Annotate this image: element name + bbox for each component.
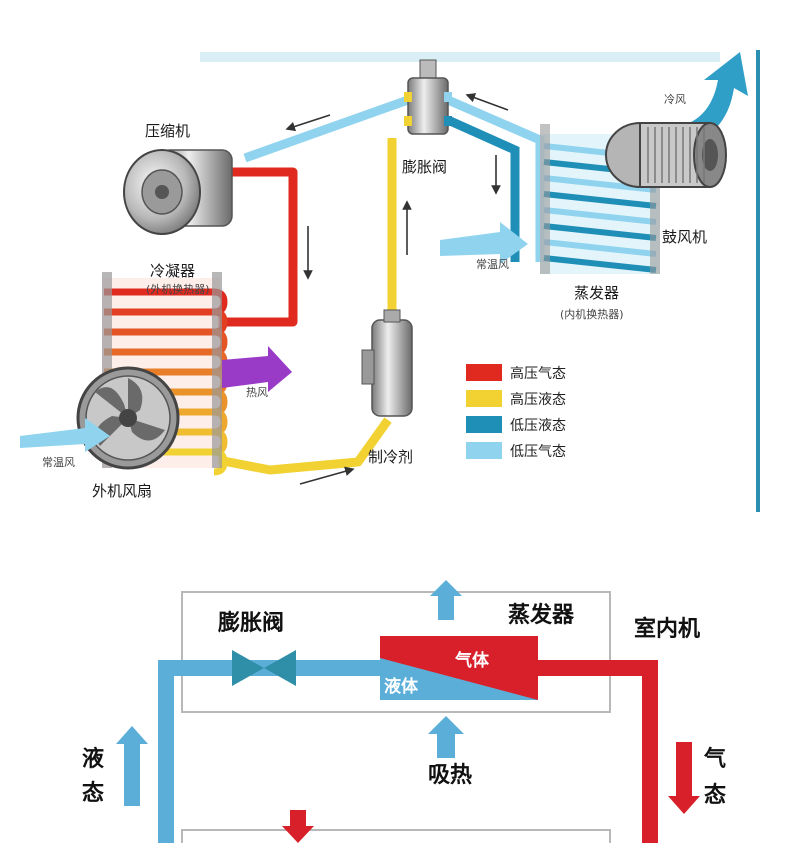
legend-label-1: 高压液态	[510, 391, 566, 408]
label-outdoor-fan: 外机风扇	[92, 482, 152, 500]
bottom-diagram: 气体 液体 膨胀阀 蒸发器 室内机 吸热 液 态 气 态	[82, 580, 726, 843]
expansion-valve	[404, 59, 452, 135]
pipe-liquid-line	[158, 660, 380, 843]
compressor	[123, 149, 233, 235]
liquid-state-arrow	[116, 726, 148, 806]
label-normal-air-left: 常温风	[42, 456, 75, 469]
frame-border	[756, 50, 760, 512]
outdoor-fan	[76, 366, 180, 470]
label-indoor-unit: 室内机	[634, 616, 700, 642]
expansion-valve-symbol	[232, 650, 296, 686]
label-evaporator: 蒸发器	[574, 284, 619, 302]
normal-air-left-arrow	[20, 418, 110, 452]
normal-air-right-arrow	[440, 222, 528, 264]
evaporator-coil-tube	[543, 255, 657, 273]
label-liquid: 液体	[384, 676, 419, 697]
legend-label-0: 高压气态	[510, 365, 566, 382]
label-gas-state-2: 态	[704, 782, 726, 808]
flow-arrow-1	[285, 114, 331, 132]
evaporator-coil-tube	[543, 207, 657, 225]
label-cold-air: 冷风	[664, 93, 686, 106]
outdoor-unit-box	[181, 829, 611, 843]
indoor-unit-box	[181, 591, 611, 713]
evaporator-coil-tube	[543, 175, 657, 193]
pipe-high-gas	[218, 167, 298, 327]
label-condenser: 冷凝器	[150, 262, 195, 280]
pipe-low-gas-compressor	[243, 95, 410, 163]
label-normal-air-right: 常温风	[476, 258, 509, 271]
flow-arrow-4	[465, 93, 509, 111]
hot-air-arrow	[222, 346, 292, 392]
label-bottom-expansion-valve: 膨胀阀	[217, 611, 284, 636]
evaporator-coil-tube	[543, 191, 657, 209]
label-absorb-heat: 吸热	[428, 762, 472, 788]
flow-arrow-6	[299, 466, 355, 485]
label-compressor: 压缩机	[145, 122, 190, 140]
label-hot-air: 热风	[246, 386, 268, 399]
legend-swatch-3	[466, 442, 502, 459]
cold-air-up-arrow	[430, 580, 462, 620]
legend-label-2: 低压液态	[510, 418, 566, 434]
pipe-gas-line	[538, 660, 658, 843]
legend-swatch-1	[466, 390, 502, 407]
pipe-high-liquid-bottom	[217, 417, 392, 475]
absorb-heat-arrow	[428, 716, 464, 758]
label-condenser-sub: (外机换热器)	[146, 282, 210, 296]
label-bottom-evaporator: 蒸发器	[508, 602, 575, 628]
legend-label-3: 低压气态	[510, 444, 566, 460]
label-blower: 鼓风机	[662, 228, 707, 246]
blower	[605, 122, 727, 188]
evaporator-block: 气体 液体	[380, 636, 538, 700]
label-evaporator-sub: (内机换热器)	[560, 307, 624, 321]
label-expansion-valve: 膨胀阀	[402, 158, 447, 176]
heat-release-arrow	[282, 810, 314, 843]
gas-state-arrow	[668, 742, 700, 814]
legend-swatch-0	[466, 364, 502, 381]
label-liquid-state-1: 液	[82, 746, 104, 772]
label-gas-state-1: 气	[703, 746, 726, 772]
pipe-low-liquid	[446, 115, 520, 262]
evaporator-coil-tube	[543, 239, 657, 257]
top-diagram: 压缩机 冷凝器 (外机换热器) 外机风扇 常温风 热风 膨胀阀 制冷剂 蒸发器 …	[20, 50, 760, 512]
legend-swatch-2	[466, 416, 502, 433]
label-liquid-state-2: 态	[82, 780, 104, 806]
frame-top-band	[200, 52, 720, 62]
evaporator-coil-tube	[543, 223, 657, 241]
refrigerant-receiver	[361, 309, 413, 417]
label-gas: 气体	[454, 650, 490, 671]
cold-air-arrow	[670, 52, 748, 146]
legend: 高压气态 高压液态 低压液态 低压气态	[466, 364, 566, 460]
label-refrigerant: 制冷剂	[368, 448, 413, 466]
